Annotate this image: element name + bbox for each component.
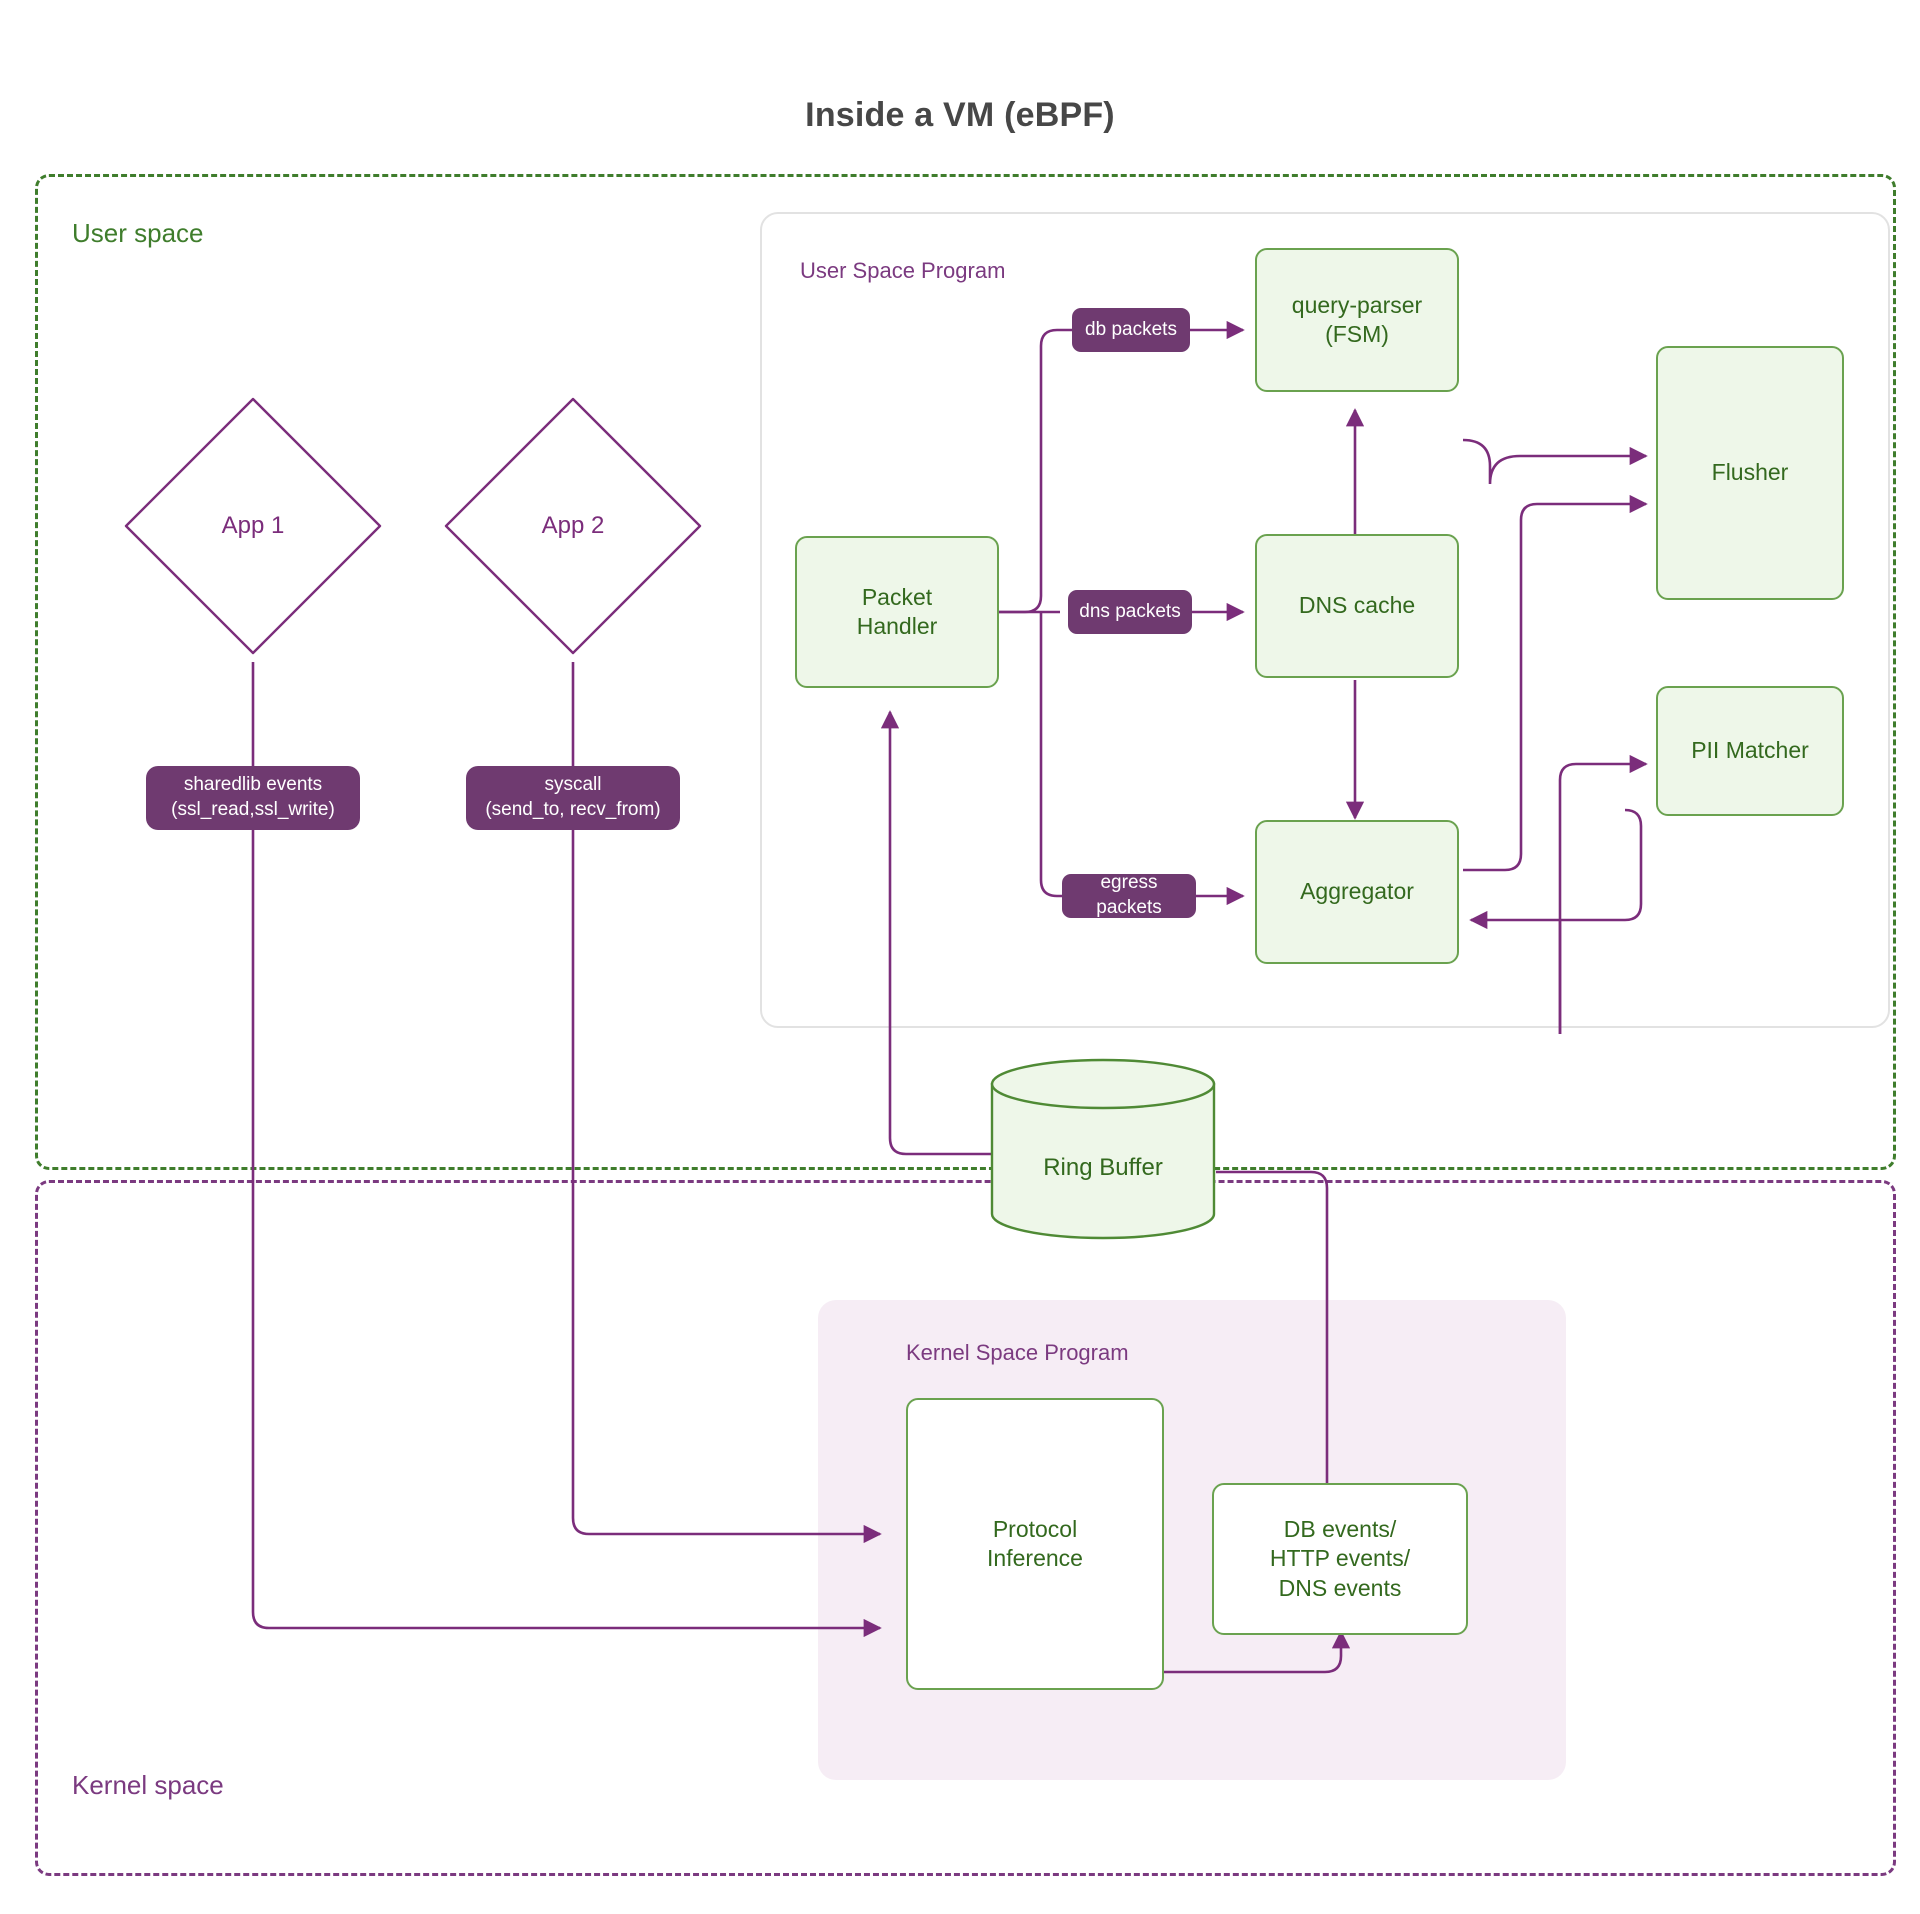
syscall-events-line2: (send_to, recv_from) (485, 799, 661, 820)
kernel-events-line3: DNS events (1278, 1574, 1402, 1601)
cylinder-shape-icon (990, 1058, 1216, 1240)
kernel-space-label: Kernel space (72, 1770, 224, 1800)
syscall-events-line1: syscall (544, 774, 602, 796)
query-parser-line1: query-parser (1291, 291, 1423, 318)
db-packets-pill[interactable]: db packets (1072, 308, 1190, 352)
aggregator-label: Aggregator (1300, 878, 1414, 905)
kernel-space-program-title: Kernel Space Program (906, 1340, 1129, 1365)
user-space-label: User space (72, 218, 204, 248)
app-2-label: App 2 (541, 512, 605, 539)
protocol-inference-line2: Inference (987, 1545, 1083, 1571)
user-space-program-title: User Space Program (800, 258, 1006, 283)
ring-buffer-node[interactable]: Ring Buffer (990, 1058, 1216, 1240)
sharedlib-events-pill[interactable]: sharedlib events (ssl_read,ssl_write) (146, 766, 360, 830)
diamond-shape-icon (444, 397, 702, 655)
pii-matcher-node[interactable]: PII Matcher (1656, 686, 1844, 816)
dns-cache-node[interactable]: DNS cache (1255, 534, 1459, 678)
dns-packets-label: dns packets (1079, 600, 1181, 622)
app-2-node[interactable]: App 2 (432, 385, 714, 667)
packet-handler-line2: Handler (856, 613, 938, 639)
protocol-inference-line1: Protocol (992, 1515, 1078, 1542)
query-parser-node[interactable]: query-parser (FSM) (1255, 248, 1459, 392)
kernel-events-node[interactable]: DB events/ HTTP events/ DNS events (1212, 1483, 1468, 1635)
flusher-node[interactable]: Flusher (1656, 346, 1844, 600)
protocol-inference-node[interactable]: Protocol Inference (906, 1398, 1164, 1690)
db-packets-label: db packets (1085, 318, 1177, 340)
egress-packets-label: egress packets (1096, 872, 1162, 918)
aggregator-node[interactable]: Aggregator (1255, 820, 1459, 964)
ring-buffer-label: Ring Buffer (1043, 1154, 1163, 1181)
diamond-shape-icon (124, 397, 382, 655)
page-title: Inside a VM (eBPF) (805, 96, 1115, 134)
egress-packets-pill[interactable]: egress packets (1062, 872, 1196, 918)
app-1-label: App 1 (221, 512, 285, 539)
pii-matcher-label: PII Matcher (1691, 737, 1809, 764)
packet-handler-line1: Packet (861, 583, 933, 610)
app-1-node[interactable]: App 1 (112, 385, 394, 667)
dns-packets-pill[interactable]: dns packets (1068, 590, 1192, 634)
syscall-events-pill[interactable]: syscall (send_to, recv_from) (466, 766, 680, 830)
kernel-events-line1: DB events/ (1283, 1515, 1397, 1542)
sharedlib-events-line2: (ssl_read,ssl_write) (171, 799, 335, 820)
dns-cache-label: DNS cache (1298, 592, 1416, 619)
query-parser-line2: (FSM) (1325, 321, 1389, 347)
sharedlib-events-line1: sharedlib events (183, 774, 323, 796)
kernel-events-line2: HTTP events/ (1269, 1545, 1411, 1572)
packet-handler-node[interactable]: Packet Handler (795, 536, 999, 688)
flusher-label: Flusher (1711, 459, 1789, 486)
